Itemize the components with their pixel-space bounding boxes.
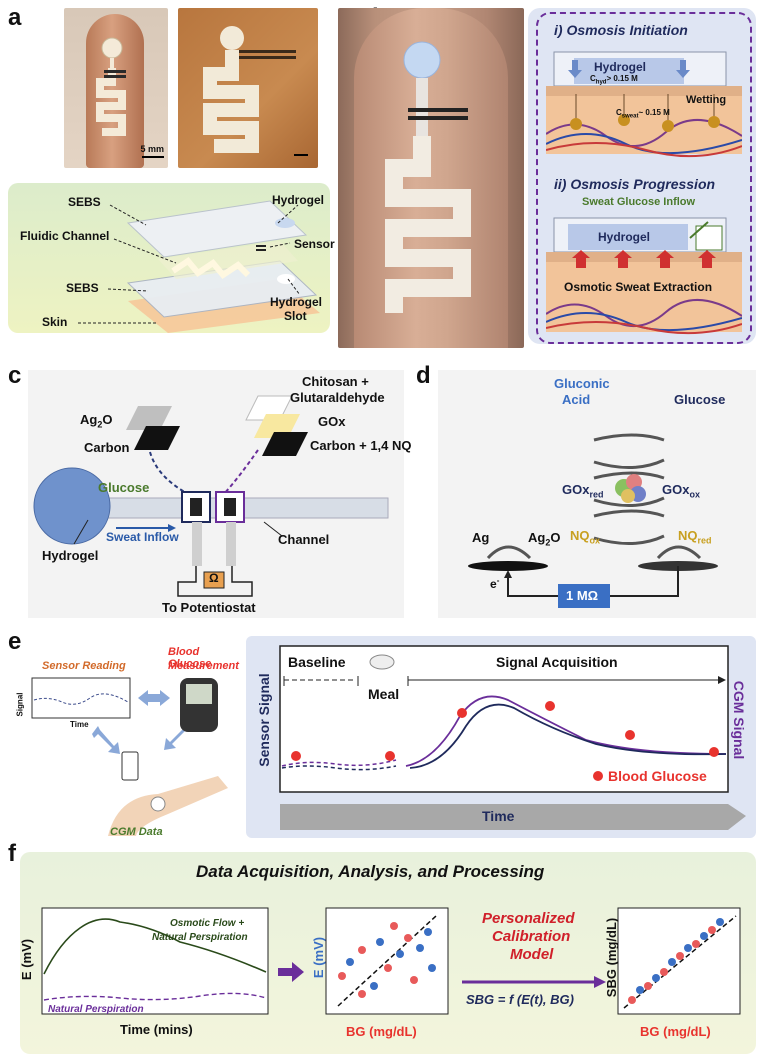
- sweat-glucose-inflow: Sweat Glucose Inflow: [582, 196, 696, 208]
- step2-title: ii) Osmosis Progression: [554, 176, 716, 192]
- osmotic-sweat-extraction: Osmotic Sweat Extraction: [564, 280, 713, 294]
- label-hydrogel: Hydrogel: [272, 193, 325, 207]
- ag-label: Ag: [472, 530, 490, 545]
- step1-title: i) Osmosis Initiation: [554, 22, 688, 38]
- panel-d-box: Gluconic Acid Glucose GOxred GOxox NQox …: [438, 370, 756, 618]
- gluconic-acid-1: Gluconic: [554, 376, 610, 391]
- to-potentiostat-label: To Potentiostat: [162, 600, 256, 615]
- panel-f-title: Data Acquisition, Analysis, and Processi…: [196, 862, 545, 881]
- panel-label-c: c: [8, 362, 22, 389]
- personalized-2: Calibration: [492, 928, 571, 945]
- layer-diagram: SEBS Hydrogel Sensor Fluidic Channel SEB…: [8, 183, 335, 333]
- bg-axis: BG (mg/dL): [346, 1024, 417, 1039]
- cgm-data-label: CGM Data: [110, 826, 163, 838]
- c-hyd: Chyd> 0.15 M: [590, 74, 638, 86]
- nq-ox: NQox: [570, 528, 601, 546]
- gox-label: GOx: [318, 414, 346, 429]
- ag2o-d-label: Ag2O: [528, 530, 561, 548]
- device-serpentine: [203, 26, 296, 153]
- scale-bar: [142, 156, 164, 158]
- step1-hydrogel: Hydrogel: [594, 60, 647, 74]
- glucose-chart-box: Baseline Meal Signal Acquisition Sensor …: [246, 636, 756, 838]
- label-sebs-top: SEBS: [68, 195, 101, 209]
- reaction-scheme: [468, 433, 718, 608]
- finger-device-photo: [338, 8, 524, 348]
- personalized-3: Model: [510, 946, 554, 963]
- time-axis: Time: [482, 808, 515, 824]
- osmosis-box: i) Osmosis Initiation Hydrogel Chyd> 0.1…: [528, 8, 756, 344]
- wetting-label: Wetting: [686, 94, 727, 106]
- panel-label-a: a: [8, 4, 22, 31]
- carbon-nq-label: Carbon + 1,4 NQ: [310, 438, 412, 453]
- osmotic-flow-2: Natural Perspiration: [152, 932, 248, 943]
- label-sensor: Sensor: [294, 237, 335, 251]
- sensor-signal-axis: Sensor Signal: [256, 673, 272, 767]
- formula: SBG = f (E(t), BG): [466, 992, 574, 1007]
- panel-f-graphics: [41, 907, 741, 1015]
- bg-axis-2: BG (mg/dL): [640, 1024, 711, 1039]
- sbg-axis: SBG (mg/dL): [604, 917, 620, 998]
- glucose-chart: [279, 645, 746, 830]
- sensor-schematic: [33, 395, 389, 597]
- ohm-label: Ω: [209, 571, 219, 585]
- sweat-inflow-label: Sweat Inflow: [106, 530, 179, 544]
- gox-ox: GOxox: [662, 482, 700, 500]
- label-hydrogel-slot-2: Slot: [284, 309, 307, 323]
- sensor-reading-title: Sensor Reading: [42, 660, 126, 672]
- label-skin: Skin: [42, 315, 68, 329]
- cgm-signal-axis: CGM Signal: [731, 680, 747, 760]
- panel-c-box: Ag2O Carbon Chitosan + Glutaraldehyde GO…: [28, 370, 412, 618]
- meal-label: Meal: [368, 686, 400, 702]
- osmotic-flow-1: Osmotic Flow +: [170, 918, 245, 929]
- glucose-label: Glucose: [98, 480, 150, 495]
- blood-glucose-legend: Blood Glucose: [608, 768, 707, 784]
- personalized-1: Personalized: [482, 910, 575, 927]
- signal-acquisition-label: Signal Acquisition: [496, 654, 618, 670]
- gluconic-acid-2: Acid: [562, 392, 591, 407]
- c-sweat: Csweat~ 0.15 M: [616, 108, 670, 120]
- workflow-graphic: [31, 677, 228, 836]
- gox-red: GOxred: [562, 482, 604, 500]
- baseline-label: Baseline: [288, 654, 346, 670]
- panel-label-d: d: [416, 362, 431, 389]
- ag2o-label: Ag2O: [80, 412, 113, 430]
- label-fluidic-channel: Fluidic Channel: [20, 229, 110, 243]
- panel-f-box: Data Acquisition, Analysis, and Processi…: [19, 852, 756, 1054]
- panel-label-e: e: [8, 628, 22, 655]
- cgm-workflow: Sensor Reading Signal Time Blood Glucose…: [15, 640, 239, 840]
- label-sebs-bottom: SEBS: [66, 281, 99, 295]
- device-on-finger: [96, 37, 126, 136]
- signal-axis-label: Signal: [15, 692, 25, 717]
- electron-label: e-: [490, 576, 500, 591]
- step2-hydrogel: Hydrogel: [598, 230, 651, 244]
- time-mins: Time (mins): [120, 1022, 193, 1037]
- osmosis-initiation-illustration: [546, 51, 742, 158]
- nq-red: NQred: [678, 528, 712, 546]
- channel-label: Channel: [278, 532, 330, 547]
- carbon-label: Carbon: [84, 440, 130, 455]
- hydrogel-label: Hydrogel: [42, 548, 99, 563]
- scale-bar-2: [294, 154, 308, 156]
- finger-photo: 5 mm: [64, 8, 168, 168]
- device-serpentine-large: [385, 41, 471, 313]
- osmosis-progression-illustration: [546, 217, 742, 335]
- chitosan-label-1: Chitosan +: [302, 374, 369, 389]
- panel-label-f: f: [8, 840, 16, 867]
- e-mv-axis-2: E (mV): [311, 936, 327, 979]
- bgm-title-2: Measurement: [168, 660, 239, 672]
- label-hydrogel-slot-1: Hydrogel: [270, 295, 323, 309]
- device-photo: [178, 8, 318, 168]
- chitosan-label-2: Glutaraldehyde: [290, 390, 385, 405]
- natural-perspiration: Natural Perspiration: [48, 1004, 144, 1015]
- resistor-label: 1 MΩ: [566, 588, 599, 603]
- scale-bar-label: 5 mm: [140, 144, 164, 154]
- time-small-label: Time: [70, 720, 89, 729]
- e-mv-axis: E (mV): [19, 938, 35, 981]
- glucose-d: Glucose: [674, 392, 726, 407]
- bgm-title-1: Blood Glucose: [168, 646, 212, 670]
